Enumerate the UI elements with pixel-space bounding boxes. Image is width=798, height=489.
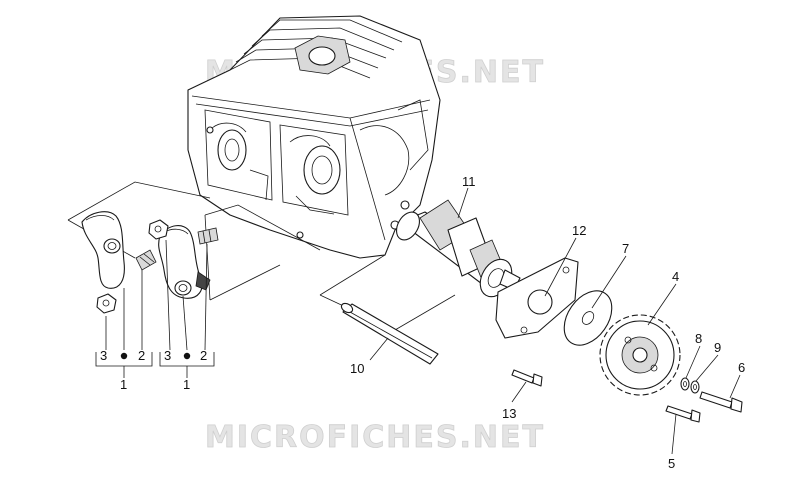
callout-3-right: 3 (164, 348, 171, 363)
callout-5: 5 (668, 456, 675, 471)
callout-9: 9 (714, 340, 721, 355)
callout-1-left: 1 (120, 377, 127, 392)
callout-8: 8 (695, 331, 702, 346)
marker-dot-right (183, 352, 191, 360)
callout-1-right: 1 (183, 377, 190, 392)
cam-plate (495, 257, 579, 339)
cam-sprocket (599, 314, 681, 396)
callout-3-left: 3 (100, 348, 107, 363)
screw-5 (665, 405, 701, 423)
leader-lines (95, 187, 741, 455)
callout-2-right: 2 (200, 348, 207, 363)
callout-11: 11 (462, 174, 476, 189)
callout-12: 12 (572, 223, 586, 238)
callout-2-left: 2 (138, 348, 145, 363)
screw-13 (511, 369, 543, 387)
callout-6: 6 (738, 360, 745, 375)
rocker-shaft (340, 302, 439, 365)
cylinder-head (187, 15, 441, 259)
callout-4: 4 (672, 269, 679, 284)
thrust-disc (563, 290, 613, 346)
rocker-arm-exhaust (81, 211, 125, 289)
marker-dot-left (120, 352, 128, 360)
nut-right (148, 219, 169, 240)
bolt-6 (699, 391, 743, 413)
callout-10: 10 (350, 361, 364, 376)
watermark-bottom: MICROFICHES.NET (205, 420, 545, 455)
adjusting-screw-left (135, 249, 157, 271)
nut-left (96, 293, 117, 314)
callout-13: 13 (502, 406, 516, 421)
washer-9 (690, 380, 700, 394)
callout-labels: 11 12 7 4 8 9 6 5 13 10 3 2 1 3 2 1 (100, 174, 745, 471)
adjusting-screw-right (197, 227, 219, 245)
callout-7: 7 (622, 241, 629, 256)
washer-8 (680, 377, 690, 391)
camshaft (395, 199, 521, 298)
